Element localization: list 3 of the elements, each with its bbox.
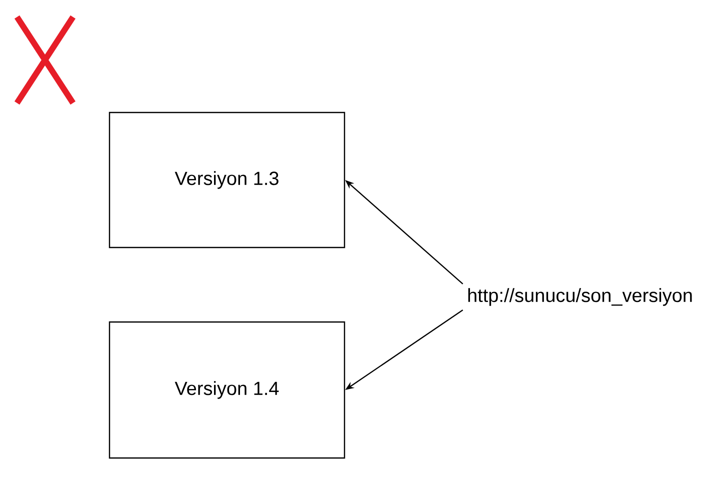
version-box: Versiyon 1.3 <box>108 112 346 248</box>
version-box: Versiyon 1.4 <box>108 321 346 459</box>
url-text: http://sunucu/son_versiyon <box>468 288 692 306</box>
